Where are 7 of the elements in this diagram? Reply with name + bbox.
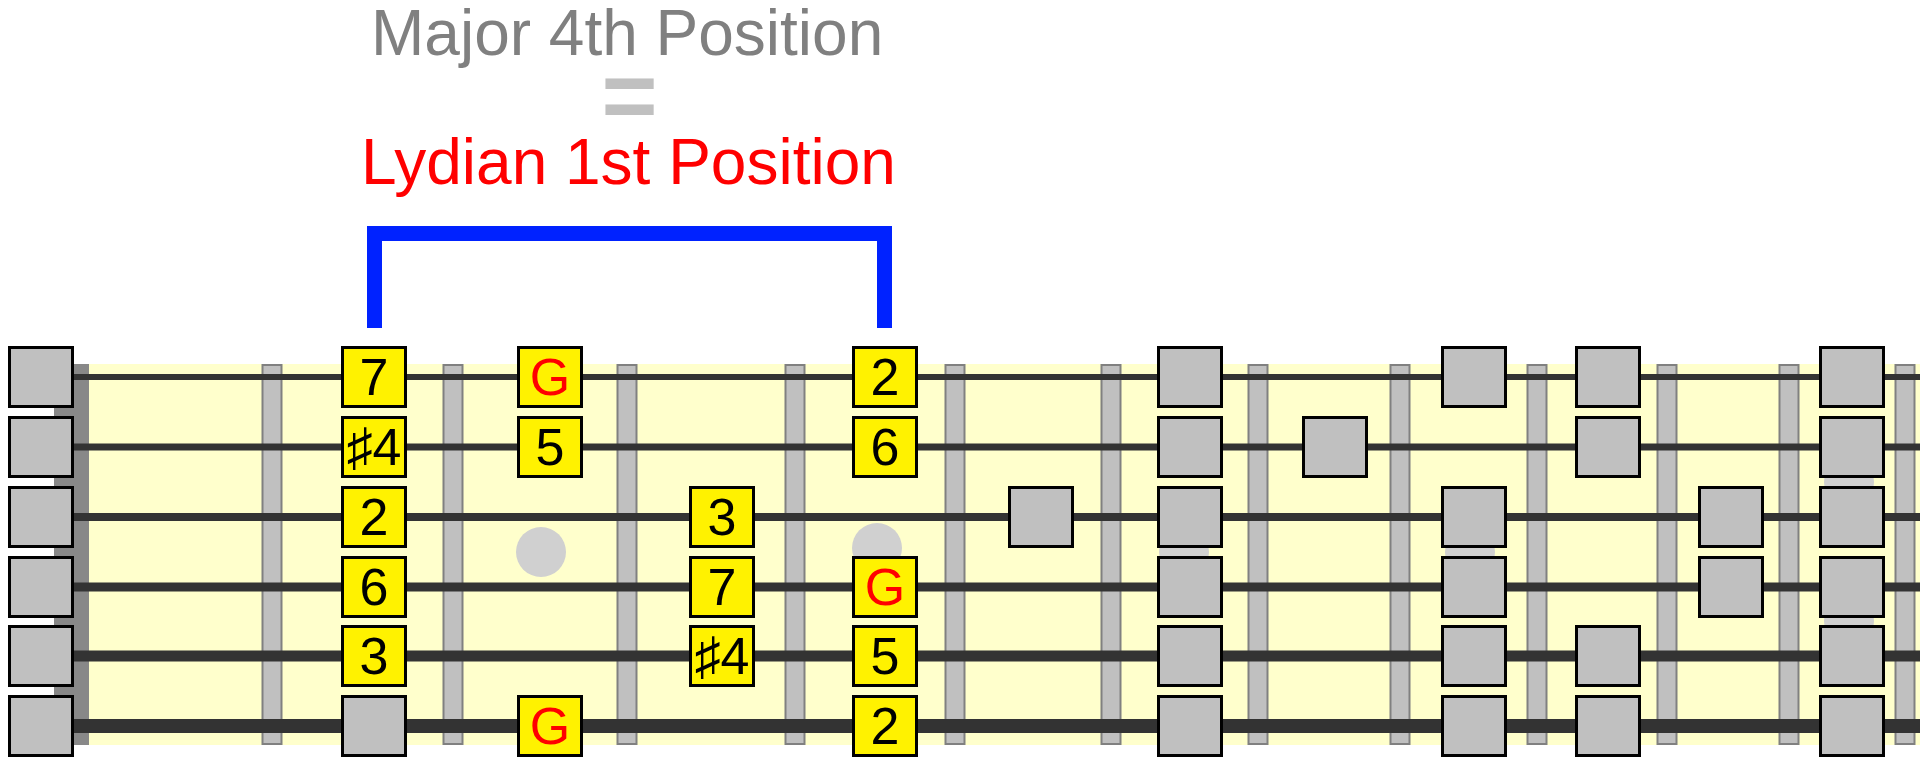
empty-note-box — [7, 695, 74, 757]
empty-note-box — [7, 346, 74, 408]
empty-note-box — [7, 416, 74, 478]
empty-note-box — [7, 556, 74, 618]
empty-note-box — [7, 486, 74, 548]
empty-note-box — [7, 625, 74, 687]
equals-sign: = — [601, 76, 658, 116]
